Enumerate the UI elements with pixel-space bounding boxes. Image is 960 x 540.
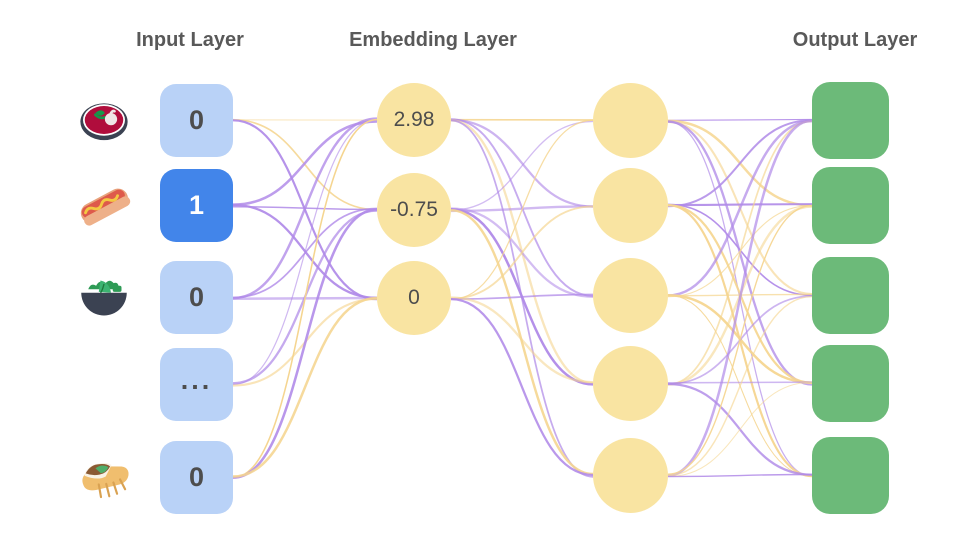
output-node-0[interactable]	[812, 82, 889, 159]
embedding-node-1[interactable]: -0.75	[377, 173, 451, 247]
input-node-1-value: 1	[188, 190, 205, 220]
input-layer-title: Input Layer	[136, 29, 244, 51]
ellipsis-icon: ...	[180, 364, 213, 395]
output-node-1[interactable]	[812, 167, 889, 244]
input-node-2[interactable]: 0	[160, 261, 233, 334]
beet-soup-bowl-icon	[74, 90, 134, 150]
embedding-node-0[interactable]: 2.98	[377, 83, 451, 157]
embedding-node-2-value: 0	[408, 286, 420, 309]
output-node-3[interactable]	[812, 345, 889, 422]
hidden-node-4[interactable]	[593, 438, 668, 513]
input-node-1[interactable]: 1	[160, 169, 233, 242]
input-node-4[interactable]: 0	[160, 441, 233, 514]
hidden-node-3[interactable]	[593, 346, 668, 421]
input-node-2-value: 0	[188, 282, 205, 312]
burrito-icon	[74, 447, 134, 507]
input-node-0[interactable]: 0	[160, 84, 233, 157]
input-node-0-value: 0	[188, 105, 205, 135]
hidden-node-2[interactable]	[593, 258, 668, 333]
output-layer-title: Output Layer	[792, 29, 918, 51]
hidden-node-1[interactable]	[593, 168, 668, 243]
hot-dog-icon	[74, 175, 134, 235]
embedding-layer-title: Embedding Layer	[349, 29, 517, 51]
input-node-3[interactable]: ...	[160, 348, 233, 421]
embedding-node-1-value: -0.75	[390, 198, 438, 221]
embedding-node-2[interactable]: 0	[377, 261, 451, 335]
output-node-2[interactable]	[812, 257, 889, 334]
hidden-node-0[interactable]	[593, 83, 668, 158]
embedding-node-0-value: 2.98	[393, 108, 435, 131]
input-node-4-value: 0	[188, 462, 205, 492]
output-node-4[interactable]	[812, 437, 889, 514]
green-salad-bowl-icon	[74, 268, 134, 328]
